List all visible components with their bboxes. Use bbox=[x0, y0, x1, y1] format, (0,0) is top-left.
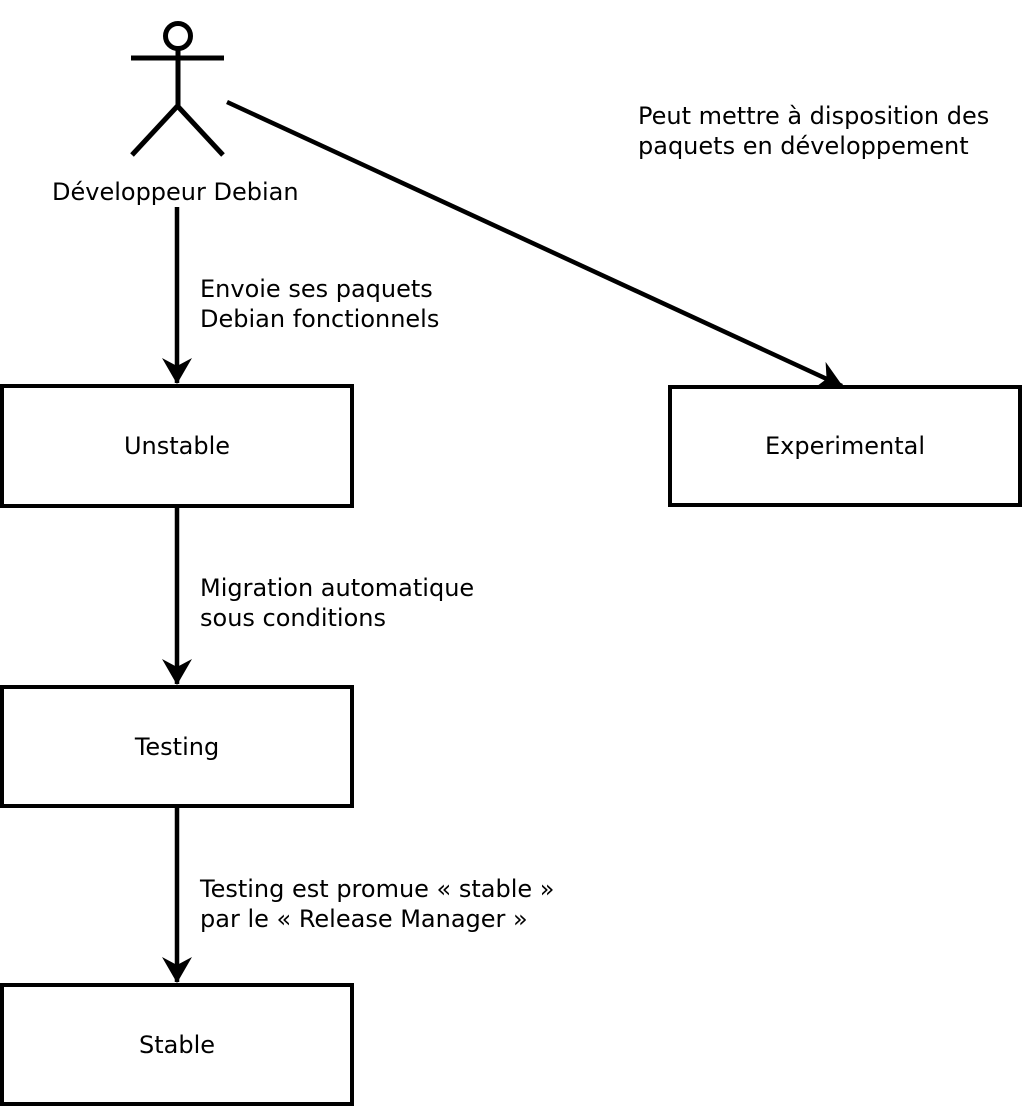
annotation-to-experimental: Peut mettre à disposition des paquets en… bbox=[638, 102, 990, 160]
node-experimental: Experimental bbox=[668, 385, 1022, 507]
annotation-to-unstable: Envoie ses paquets Debian fonctionnels bbox=[200, 275, 440, 333]
arrow-developer-to-experimental bbox=[226, 99, 843, 390]
actor-head bbox=[163, 21, 193, 51]
node-experimental-label: Experimental bbox=[764, 432, 926, 460]
actor-stick-figure-icon bbox=[130, 21, 225, 157]
actor-right-leg bbox=[175, 104, 225, 157]
annotation-to-testing: Migration automatique sous conditions bbox=[200, 574, 475, 632]
node-unstable-label: Unstable bbox=[123, 432, 231, 460]
node-testing-label: Testing bbox=[134, 732, 220, 761]
annotation-to-stable: Testing est promue « stable » par le « R… bbox=[200, 875, 555, 933]
node-unstable: Unstable bbox=[0, 384, 354, 508]
node-testing: Testing bbox=[0, 685, 354, 808]
node-stable: Stable bbox=[0, 983, 354, 1106]
node-stable-label: Stable bbox=[138, 1030, 216, 1059]
actor-left-leg bbox=[130, 104, 180, 157]
actor-label: Développeur Debian bbox=[52, 178, 299, 206]
